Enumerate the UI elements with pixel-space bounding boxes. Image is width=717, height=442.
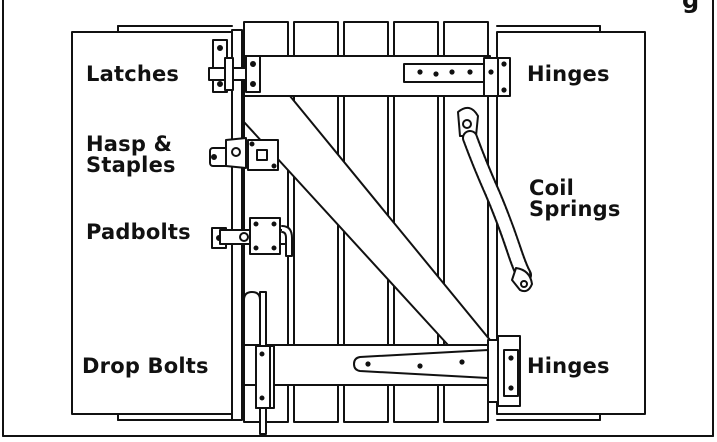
label-coil-springs: Coil Springs xyxy=(529,178,621,220)
padbolt xyxy=(211,217,293,257)
drop-bolt xyxy=(243,291,275,435)
label-padbolts: Padbolts xyxy=(86,220,191,244)
fence-panel-left xyxy=(71,25,233,421)
fence-panel-right xyxy=(496,25,646,421)
latch xyxy=(208,39,261,93)
label-coil-line2: Springs xyxy=(529,197,621,221)
top-strap-hinge xyxy=(403,57,511,97)
label-hasp-line1: Hasp & xyxy=(86,132,173,156)
label-drop-bolts: Drop Bolts xyxy=(82,354,209,378)
bottom-tee-hinge xyxy=(353,335,521,407)
label-coil-line1: Coil xyxy=(529,176,575,200)
corner-glyph: g xyxy=(682,0,700,14)
label-hinges-top: Hinges xyxy=(527,62,610,86)
label-hinges-bottom: Hinges xyxy=(527,354,610,378)
label-latches: Latches xyxy=(86,62,180,86)
coil-spring xyxy=(457,106,533,293)
gate-post xyxy=(231,29,243,421)
hasp-and-staple xyxy=(209,137,279,171)
label-hasp-line2: Staples xyxy=(86,153,176,177)
label-hasp-staples: Hasp & Staples xyxy=(86,134,176,176)
